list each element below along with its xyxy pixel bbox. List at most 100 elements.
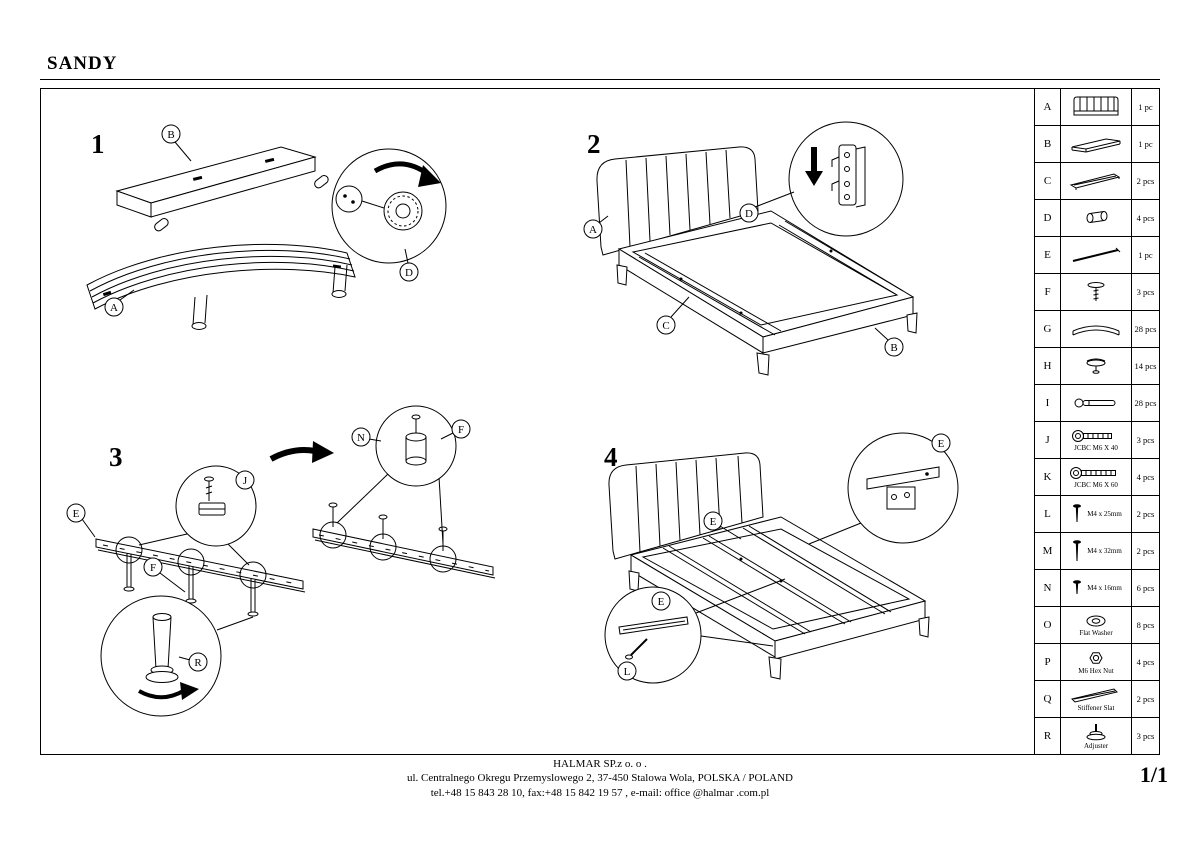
svg-text:N: N xyxy=(357,432,365,444)
footer-company: HALMAR SP.z o. o . xyxy=(553,758,647,770)
svg-text:E: E xyxy=(658,596,665,608)
part-qty: 14 pcs xyxy=(1134,361,1157,371)
parts-row-n: N M4 x 16mm 6 pcs xyxy=(1035,570,1159,607)
part-qty: 1 pc xyxy=(1138,250,1153,260)
step1-callout-a: A xyxy=(104,289,135,317)
step1-detail-inset xyxy=(331,148,447,264)
svg-text:A: A xyxy=(110,302,118,314)
title-divider xyxy=(40,79,1160,80)
parts-row-q: Q Stiffener Slat 2 pcs xyxy=(1035,681,1159,718)
step1-callout-d: D xyxy=(399,248,419,282)
part-icon-footboard-panel xyxy=(1071,138,1121,153)
step3-inset-nf xyxy=(336,405,457,545)
part-icon-screw xyxy=(1073,504,1082,522)
part-qty: 1 pc xyxy=(1138,102,1153,112)
part-icon-dowel xyxy=(1086,211,1108,223)
svg-text:B: B xyxy=(890,342,897,354)
part-icon-bolt xyxy=(1072,430,1112,442)
parts-row-c: C 2 pcs xyxy=(1035,163,1159,200)
step2-callout-a: A xyxy=(583,215,609,239)
part-letter: F xyxy=(1035,274,1061,310)
part-letter: O xyxy=(1035,607,1061,643)
page-title: SANDY xyxy=(47,53,118,74)
parts-table: A 1 pc B xyxy=(1034,89,1159,754)
part-qty: 4 pcs xyxy=(1136,472,1155,482)
parts-row-l: L M4 x 25mm 2 pcs xyxy=(1035,496,1159,533)
part-qty: 28 pcs xyxy=(1134,324,1157,334)
svg-text:F: F xyxy=(458,424,464,436)
svg-text:E: E xyxy=(938,438,945,450)
step4-inset-e xyxy=(808,432,959,545)
part-caption: Stiffener Slat xyxy=(1077,704,1115,712)
step3-callout-j: J xyxy=(235,470,255,490)
step4-diagram: 4 xyxy=(604,432,959,684)
step3-right-rail xyxy=(312,502,496,579)
part-icon-screw xyxy=(1073,580,1082,594)
parts-row-m: M M4 x 32mm 2 pcs xyxy=(1035,533,1159,570)
part-icon-support-leg-screw xyxy=(1087,282,1105,301)
part-caption: M4 x 32mm xyxy=(1087,546,1122,555)
part-letter: N xyxy=(1035,570,1061,606)
svg-text:R: R xyxy=(194,657,202,669)
parts-row-f: F 3 pcs xyxy=(1035,274,1159,311)
part-icon-adjuster xyxy=(1086,724,1106,741)
parts-row-i: I 28 pcs xyxy=(1035,385,1159,422)
part-qty: 8 pcs xyxy=(1136,620,1155,630)
svg-text:E: E xyxy=(73,508,80,520)
part-letter: H xyxy=(1035,348,1061,384)
step1-headboard-a xyxy=(86,243,356,330)
step4-bed-frame xyxy=(628,516,930,680)
step3-magnifier-circles xyxy=(115,536,267,589)
parts-row-p: P M6 Hex Nut 4 pcs xyxy=(1035,644,1159,681)
page-number: 1/1 xyxy=(1139,762,1168,787)
step4-callout-l: L xyxy=(617,661,637,681)
step3-callout-r: R xyxy=(178,652,208,672)
part-letter: Q xyxy=(1035,681,1061,717)
svg-text:D: D xyxy=(405,267,413,279)
svg-text:D: D xyxy=(745,208,753,220)
step2-callout-d: D xyxy=(739,191,795,223)
part-icon-slat-cap xyxy=(1086,358,1106,374)
part-caption: Flat Washer xyxy=(1079,629,1113,637)
part-qty: 4 pcs xyxy=(1136,657,1155,667)
step3-inset-r xyxy=(100,595,254,717)
step3-callout-n: N xyxy=(351,427,382,447)
part-qty: 1 pc xyxy=(1138,139,1153,149)
step4-callout-e1: E xyxy=(703,511,742,540)
parts-row-k: K JCBC M6 X 60 4 pcs xyxy=(1035,459,1159,496)
part-caption: M4 x 25mm xyxy=(1087,509,1122,518)
part-caption: JCBC M6 X 40 xyxy=(1074,444,1118,452)
part-letter: J xyxy=(1035,422,1061,458)
step4-inset-l xyxy=(604,578,786,684)
part-qty: 2 pcs xyxy=(1136,546,1155,556)
step3-left-rail xyxy=(95,538,306,617)
part-icon-bolt xyxy=(1070,467,1116,479)
svg-text:C: C xyxy=(662,320,669,332)
part-icon-curved-slat xyxy=(1072,325,1120,336)
part-caption: M6 Hex Nut xyxy=(1078,667,1114,675)
part-qty: 2 pcs xyxy=(1136,509,1155,519)
part-caption: M4 x 16mm xyxy=(1087,583,1122,592)
step4-number: 4 xyxy=(604,442,618,472)
step2-bed-frame xyxy=(616,210,918,376)
parts-row-d: D 4 pcs xyxy=(1035,200,1159,237)
step2-detail-inset xyxy=(788,121,904,237)
step2-headboard xyxy=(596,146,759,256)
step3-diagram: 3 xyxy=(66,405,496,717)
part-letter: R xyxy=(1035,718,1061,754)
content-frame: 1 B xyxy=(40,88,1160,755)
part-letter: G xyxy=(1035,311,1061,347)
part-icon-flat-washer xyxy=(1086,615,1106,627)
parts-row-j: J JCBC M6 X 40 3 pcs xyxy=(1035,422,1159,459)
svg-text:J: J xyxy=(243,475,248,487)
svg-text:F: F xyxy=(150,562,156,574)
step4-headboard xyxy=(608,452,764,560)
step3-callout-f1: F xyxy=(143,557,186,593)
parts-row-h: H 14 pcs xyxy=(1035,348,1159,385)
part-icon-slat-holder xyxy=(1074,398,1116,408)
step2-diagram: 2 xyxy=(583,121,918,376)
part-qty: 3 pcs xyxy=(1136,435,1155,445)
svg-text:A: A xyxy=(589,224,597,236)
part-letter: A xyxy=(1035,89,1061,125)
part-icon-headboard xyxy=(1073,96,1119,116)
